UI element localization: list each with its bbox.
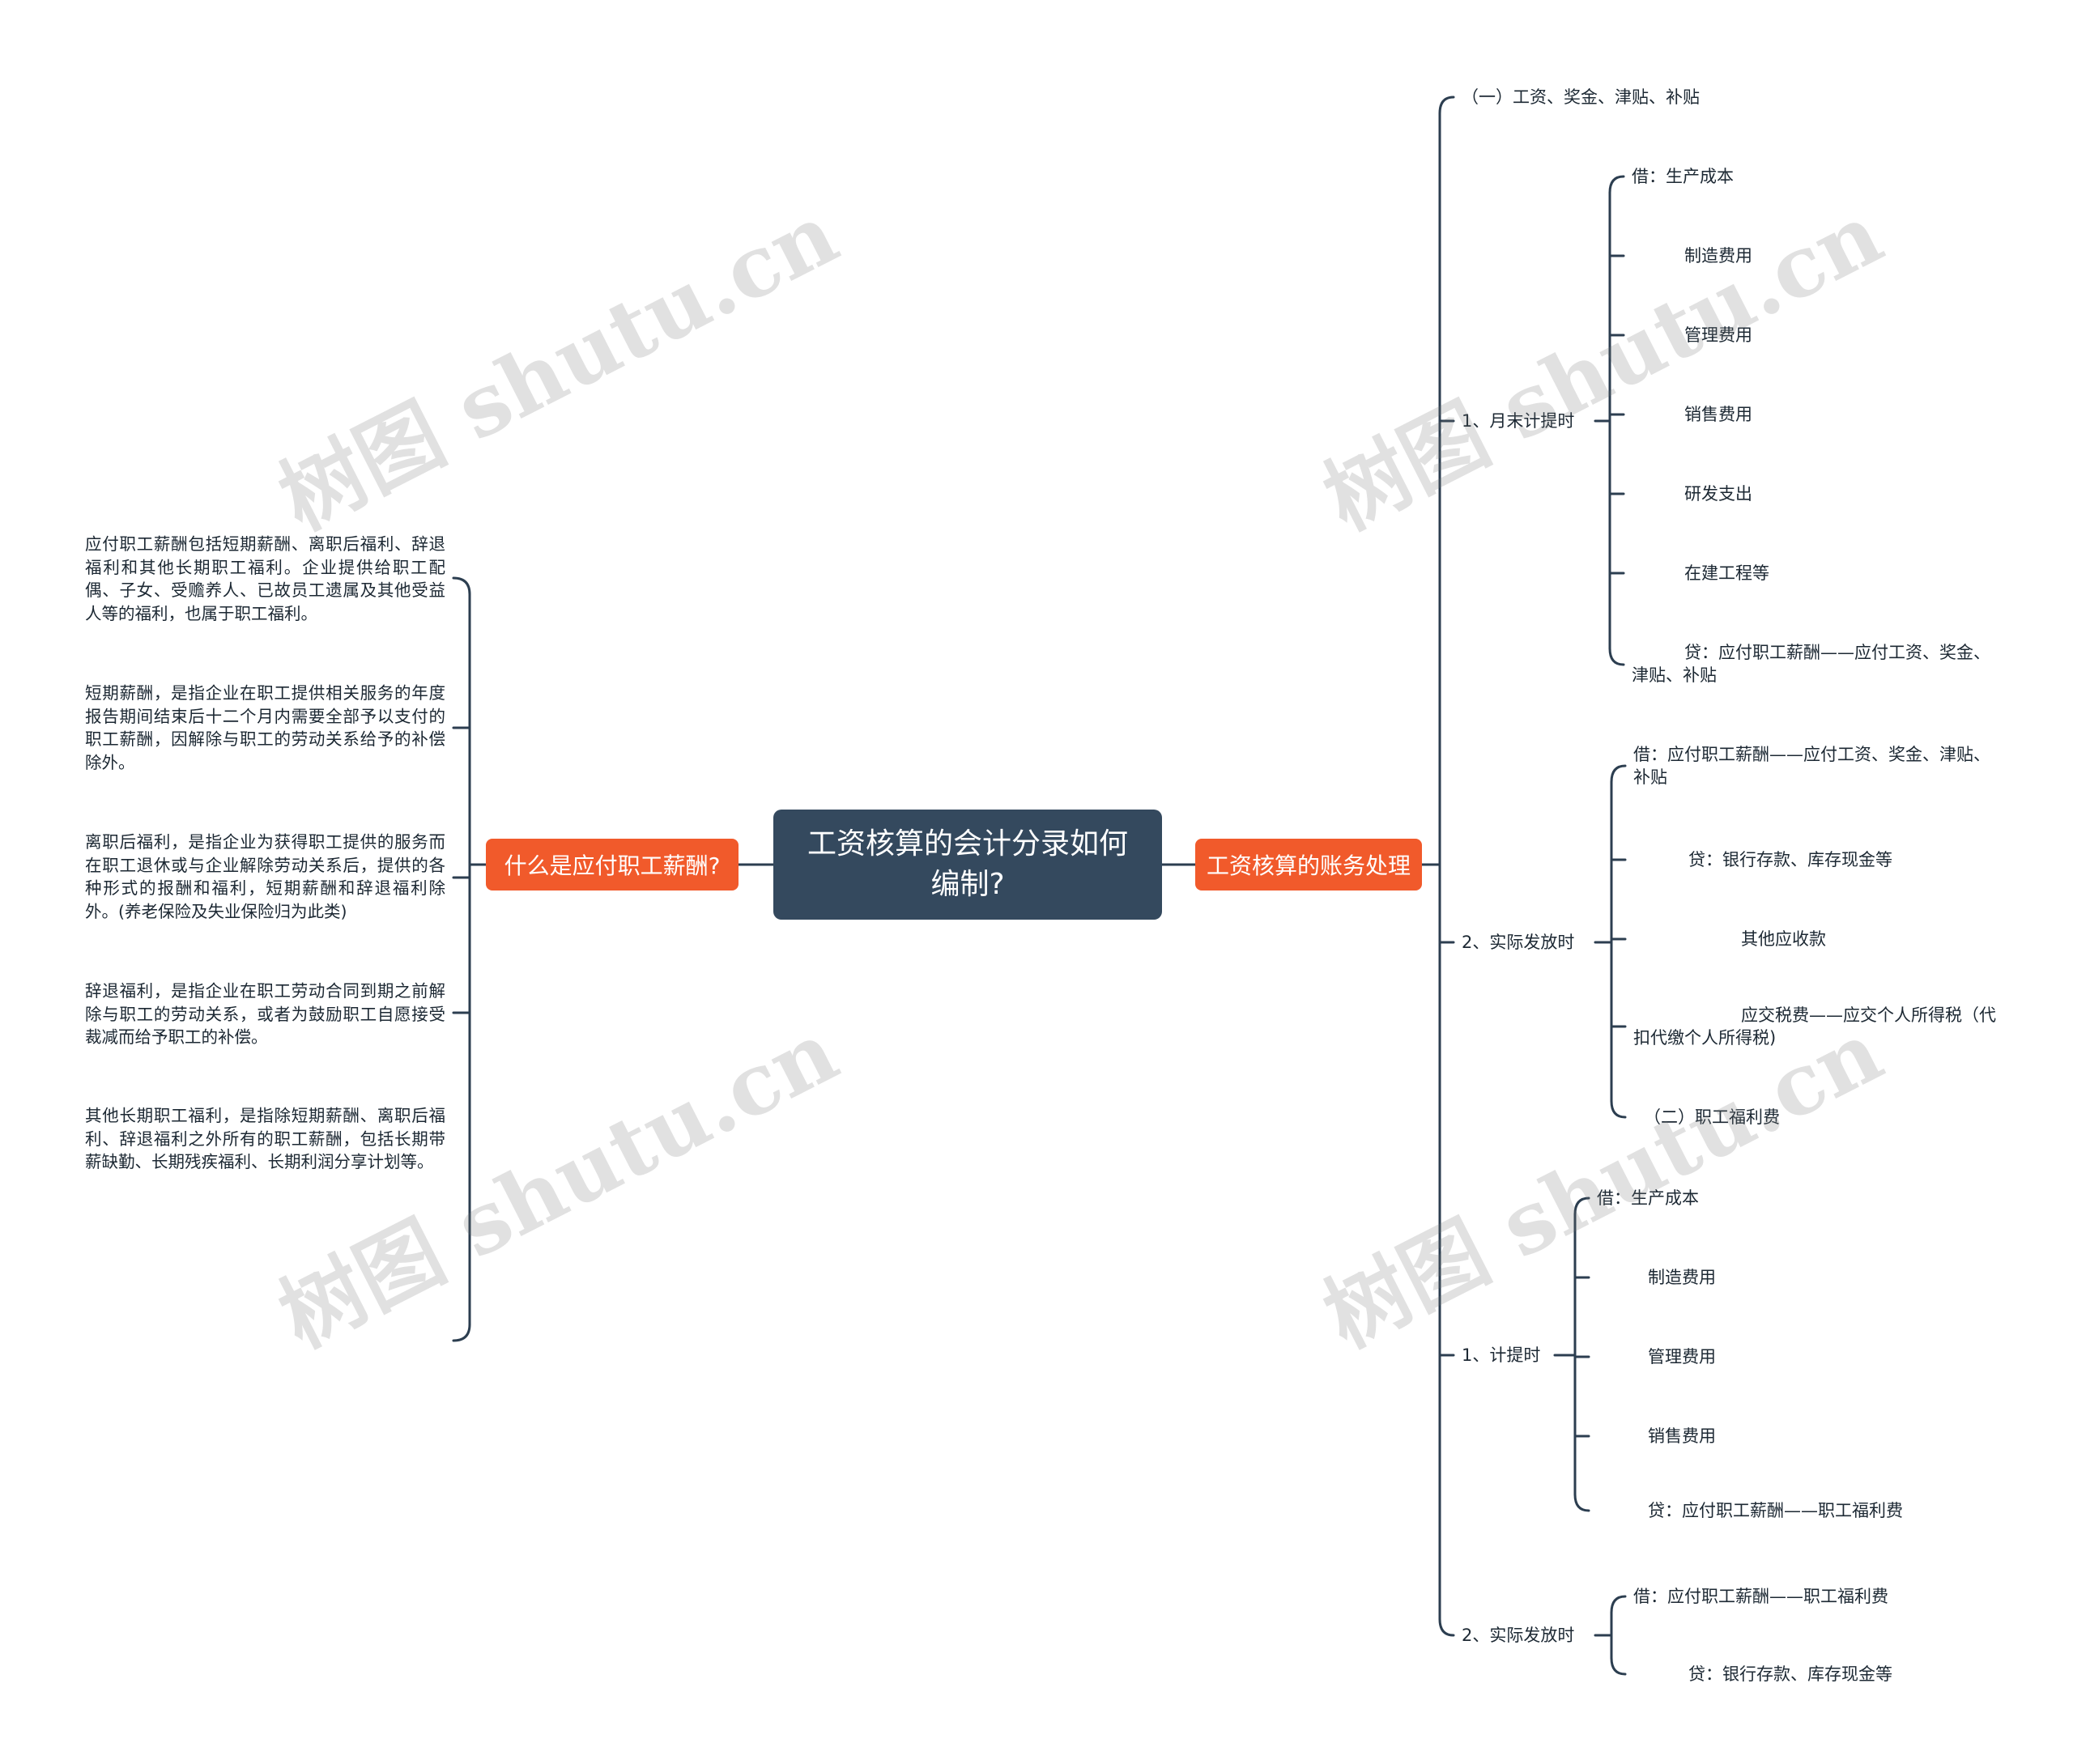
node-welfare-accrual[interactable]: 1、计提时: [1462, 1345, 1541, 1365]
node-welfare-payment[interactable]: 2、实际发放时: [1462, 1626, 1575, 1645]
branch-right-label: 工资核算的账务处理: [1206, 852, 1411, 879]
branch-left-label: 什么是应付职工薪酬?: [504, 852, 721, 879]
leaf-node[interactable]: 制造费用: [1684, 246, 1752, 266]
root-topic-title: 工资核算的会计分录如何编制?: [807, 827, 1128, 901]
leaf-node[interactable]: 其他应收款: [1741, 929, 1826, 949]
leaf-node[interactable]: 管理费用: [1684, 325, 1752, 345]
node-wages-payment[interactable]: 2、实际发放时: [1462, 933, 1575, 952]
leaf-node[interactable]: 在建工程等: [1684, 563, 1769, 583]
leaf-node[interactable]: 销售费用: [1648, 1426, 1716, 1446]
paragraph-node[interactable]: 辞退福利，是指企业在职工劳动合同到期之前解除与职工的劳动关系，或者为鼓励职工自愿…: [85, 981, 445, 1047]
leaf-node[interactable]: 贷：应付职工薪酬——应付工资、奖金、津贴、补贴: [1632, 643, 1990, 685]
node-wages-accrual[interactable]: 1、月末计提时: [1462, 411, 1575, 431]
leaf-node[interactable]: 研发支出: [1684, 484, 1752, 504]
paragraph-node[interactable]: 短期薪酬，是指企业在职工提供相关服务的年度报告期间结束后十二个月内需要全部予以支…: [85, 683, 445, 772]
branch-right-topic[interactable]: 工资核算的账务处理: [1195, 839, 1422, 891]
leaf-node[interactable]: 管理费用: [1648, 1347, 1716, 1367]
leaf-node[interactable]: 借：生产成本: [1597, 1188, 1699, 1208]
paragraph-node[interactable]: 其他长期职工福利，是指除短期薪酬、离职后福利、辞退福利之外所有的职工薪酬，包括长…: [85, 1106, 445, 1171]
leaf-node[interactable]: 贷：银行存款、库存现金等: [1688, 1664, 1892, 1684]
leaf-node[interactable]: 贷：银行存款、库存现金等: [1688, 850, 1892, 869]
leaf-node[interactable]: 贷：应付职工薪酬——职工福利费: [1648, 1501, 1903, 1520]
leaf-node[interactable]: 借：应付职工薪酬——职工福利费: [1633, 1587, 1888, 1606]
root-topic[interactable]: 工资核算的会计分录如何编制?: [773, 810, 1162, 920]
paragraph-node[interactable]: 应付职工薪酬包括短期薪酬、离职后福利、辞退福利和其他长期职工福利。企业提供给职工…: [85, 534, 445, 623]
branch-left-topic[interactable]: 什么是应付职工薪酬?: [486, 839, 739, 891]
leaf-node[interactable]: 借：生产成本: [1632, 167, 1734, 186]
node-wages-header[interactable]: （一）工资、奖金、津贴、补贴: [1462, 87, 1700, 107]
leaf-node[interactable]: 销售费用: [1684, 405, 1752, 424]
leaf-node[interactable]: （二）职工福利费: [1644, 1107, 1780, 1127]
leaf-node[interactable]: 制造费用: [1648, 1268, 1716, 1287]
paragraph-node[interactable]: 离职后福利，是指企业为获得职工提供的服务而在职工退休或与企业解除劳动关系后，提供…: [85, 832, 445, 921]
leaf-node[interactable]: 应交税费——应交个人所得税（代扣代缴个人所得税): [1633, 1005, 1996, 1048]
leaf-node[interactable]: 借：应付职工薪酬——应付工资、奖金、津贴、补贴: [1633, 745, 1990, 787]
